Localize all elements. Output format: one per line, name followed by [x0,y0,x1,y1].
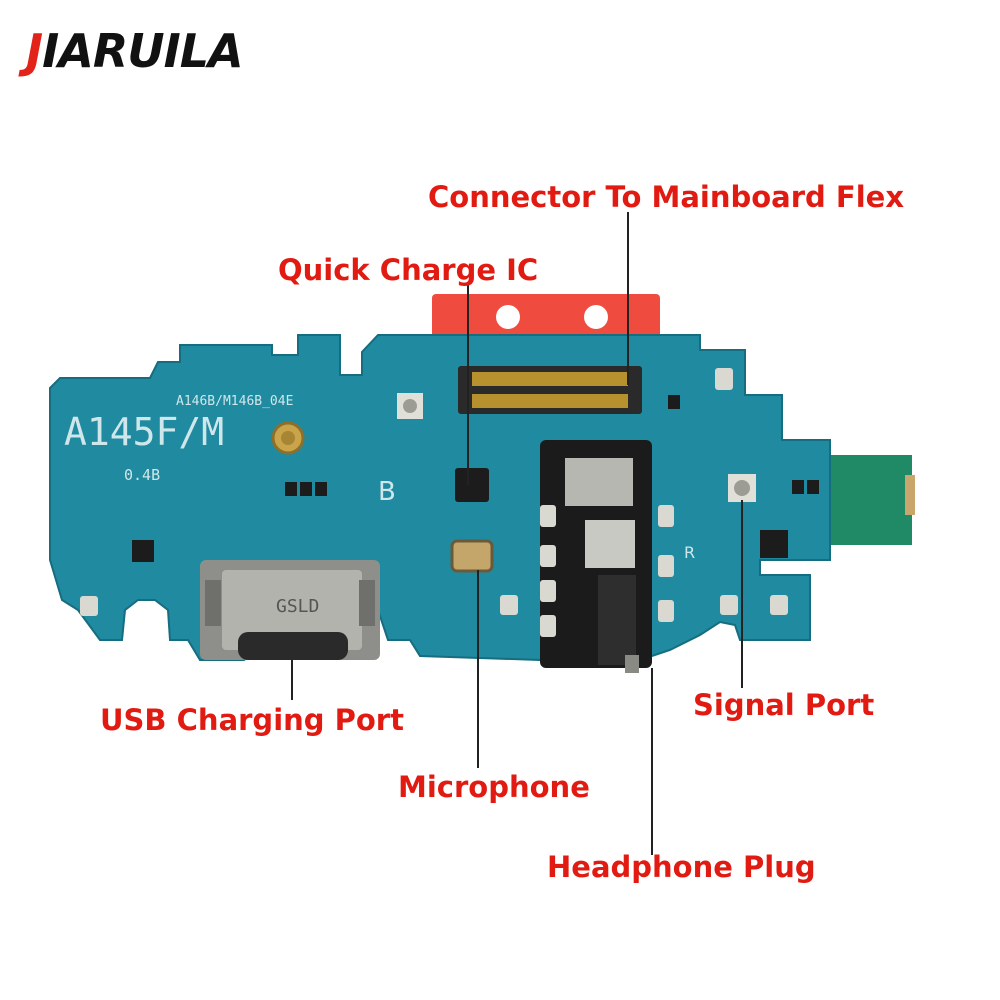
small-chip-a [285,482,297,496]
version-silkscreen: 0.4B [124,466,160,484]
usb-marking: GSLD [276,596,319,617]
microphone-component [450,539,494,573]
callout-headphone-plug: Headphone Plug [547,850,816,884]
flex-hole-left [496,305,520,329]
callout-connector: Connector To Mainboard Flex [428,180,905,214]
flex-tail-right [830,455,912,545]
rf-signal-port [728,474,756,502]
brand-logo: JIARUILA [26,24,244,78]
usb-c-port [200,560,380,660]
callout-signal-port: Signal Port [693,688,875,722]
small-ic-right [760,530,788,558]
callout-usb-port: USB Charging Port [100,703,404,737]
part-silkscreen: A146B/M146B_04E [176,394,293,409]
callout-quick-charge-ic: Quick Charge IC [278,253,539,287]
rf-port-left [397,393,423,419]
solder-pads [80,368,788,616]
callout-microphone: Microphone [398,770,590,804]
small-ic-left [132,540,154,562]
silk-b: B [378,477,396,507]
quick-charge-ic [455,468,489,502]
callout-lines [291,212,743,855]
silk-r: R [684,543,695,562]
flex-hole-right [584,305,608,329]
small-chip-b [792,480,804,494]
pcb-board [49,334,831,661]
model-silkscreen: A145F/M [64,410,224,454]
connector-pins [472,372,628,408]
brand-logo-rest: IARUILA [42,24,244,78]
brand-logo-accent: J [26,24,43,78]
headphone-jack [540,440,652,673]
